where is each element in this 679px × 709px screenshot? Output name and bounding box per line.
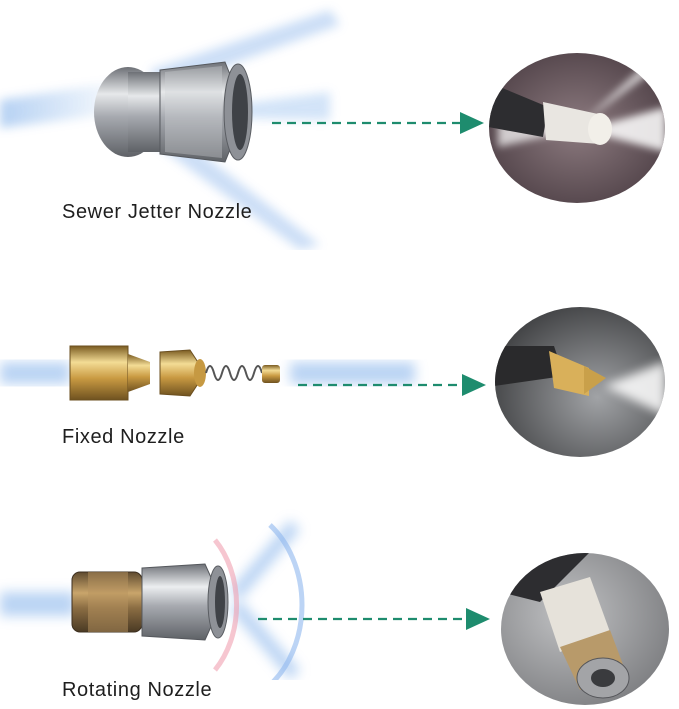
fixed-nozzle-section: Fixed Nozzle — [0, 250, 679, 480]
sewer-jetter-nozzle-image — [0, 10, 340, 250]
water-spray — [0, 362, 415, 384]
nozzle-label: Rotating Nozzle — [62, 679, 213, 701]
sewer-jetter-action-photo — [489, 53, 665, 203]
nozzle-label: Fixed Nozzle — [62, 426, 185, 448]
rotation-arc — [213, 538, 240, 672]
arrow-right-icon — [272, 112, 484, 134]
arrow-right-icon — [258, 608, 490, 630]
sewer-jetter-section: Sewer Jetter Nozzle — [0, 0, 679, 250]
rotating-nozzle-action-photo — [501, 553, 669, 705]
water-spray — [0, 520, 300, 680]
rotating-nozzle-section: Rotating Nozzle — [0, 480, 679, 709]
arrow-right-icon — [298, 374, 486, 396]
fixed-nozzle-image — [0, 345, 415, 401]
nozzle-label: Sewer Jetter Nozzle — [62, 201, 253, 223]
fixed-nozzle-action-photo — [495, 307, 665, 457]
rotating-nozzle-image — [0, 520, 305, 680]
